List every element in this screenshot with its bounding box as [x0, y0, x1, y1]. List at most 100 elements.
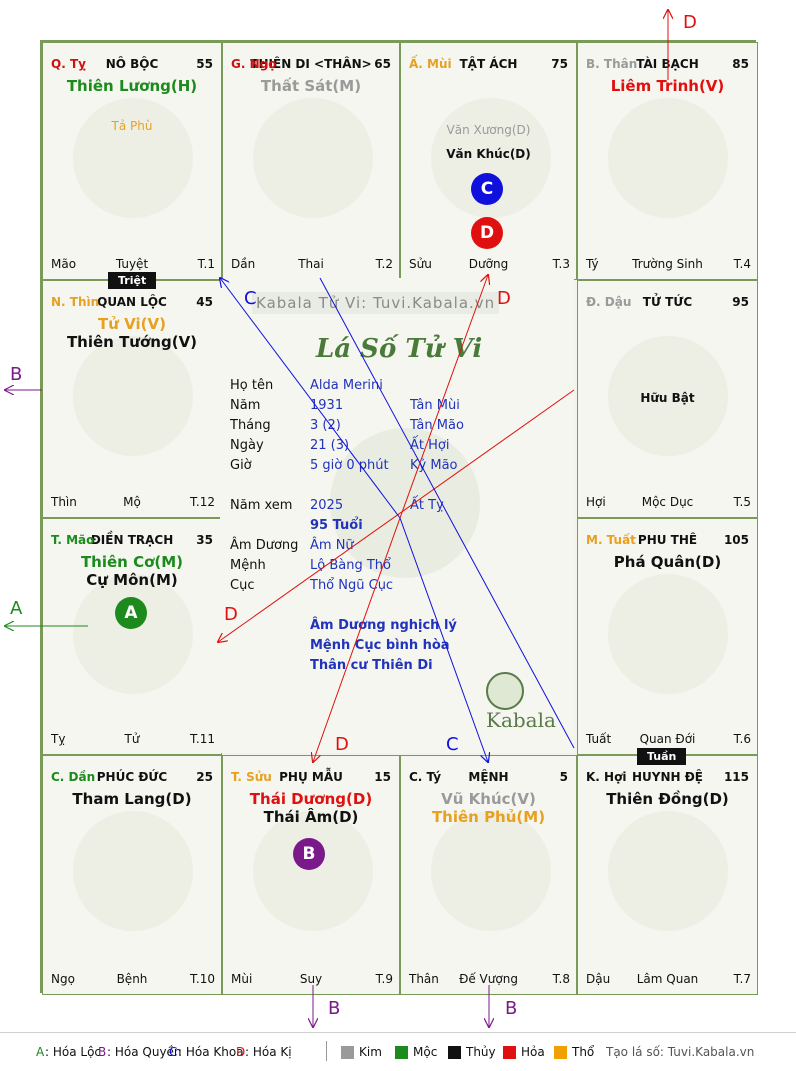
element-label: Hỏa [521, 1045, 545, 1059]
major-star: Tham Lang(D) [72, 790, 192, 808]
palace-life-stage: Đế Vượng [459, 972, 518, 986]
kabala-logo-icon [486, 672, 524, 710]
chart-title: Lá Số Tử Vi [316, 334, 483, 364]
info-cval: 21 (3) [310, 438, 350, 453]
element-swatch [503, 1046, 516, 1059]
palace-name: ĐIỀN TRẠCH [90, 533, 174, 547]
info-cval: Ất Hợi [410, 438, 450, 453]
info-cval: Ất Tỵ [410, 498, 444, 513]
major-star: Tử Vi(V) [98, 315, 166, 333]
palace-name: PHU THÊ [637, 533, 698, 547]
legend-key: C [169, 1045, 178, 1059]
palace-name: NÔ BỘC [105, 57, 159, 71]
badge-a: A [115, 597, 147, 629]
palace-name: TẬT ÁCH [459, 57, 518, 71]
info-cval: Alda Merini [310, 378, 383, 393]
palace-earthly-branch: Sửu [409, 257, 432, 271]
palace-name: QUAN LỘC [97, 295, 167, 309]
palace-index: T.11 [190, 732, 215, 746]
palace-index: T.2 [375, 257, 393, 271]
zodiac-animal-icon [253, 811, 373, 931]
palace-life-stage: Mộc Dục [641, 495, 694, 509]
info-clbl: Họ tên [230, 378, 274, 393]
palace-name: PHÚC ĐỨC [96, 770, 168, 784]
info-cval: Thân cư Thiên Di [310, 658, 433, 673]
palace-index: T.9 [375, 972, 393, 986]
arrow-label-d: D [335, 734, 349, 755]
major-star: Thiên Đồng(D) [606, 790, 729, 808]
major-star: Liêm Trinh(V) [610, 77, 725, 95]
info-cval: Lộ Bàng Thổ [310, 558, 391, 573]
line-c [220, 278, 401, 519]
line-d [313, 517, 401, 762]
minor-star: Tả Phù [111, 119, 153, 133]
line-d [218, 389, 575, 642]
info-cval: 5 giờ 0 phút [310, 458, 389, 473]
badge-b: B [293, 838, 325, 870]
legend-key: B [98, 1045, 107, 1059]
line-d [399, 275, 488, 519]
arrow-label-c: C [446, 734, 459, 755]
info-cval: Âm Dương nghịch lý [310, 618, 457, 633]
palace-branch: M. Tuất [586, 533, 636, 547]
palace-branch: C. Tý [409, 770, 442, 784]
palace-earthly-branch: Thìn [51, 495, 77, 509]
legend-label: : Hóa Quyền [107, 1045, 182, 1059]
legend-label: : Hóa Kị [245, 1045, 292, 1059]
palace-earthly-branch: Mùi [231, 972, 253, 986]
legend-label: : Hóa Lộc [45, 1045, 102, 1059]
palace-name: PHỤ MẪU [279, 770, 343, 784]
major-star: Vũ Khúc(V) [441, 790, 536, 808]
legend-divider [326, 1041, 327, 1061]
legend-label: : Hóa Khoa [178, 1045, 244, 1059]
line-c [319, 277, 575, 749]
palace-index: T.3 [552, 257, 570, 271]
palace-earthly-branch: Thân [409, 972, 439, 986]
major-star: Thất Sát(M) [260, 77, 362, 95]
palace-life-stage: Trường Sinh [632, 257, 703, 271]
palace-age: 115 [723, 770, 749, 784]
palace-earthly-branch: Hợi [586, 495, 606, 509]
info-cval: 2025 [310, 498, 344, 513]
info-clbl: Cục [230, 578, 255, 593]
badge-d: D [471, 217, 503, 249]
palace-age: 75 [551, 57, 568, 71]
palace-branch: Ấ. Mùi [409, 57, 452, 71]
major-star: Thái Âm(D) [263, 808, 359, 826]
palace-branch: T. Mão [51, 533, 95, 547]
legend-key: D [236, 1045, 246, 1059]
info-clbl: Giờ [230, 458, 252, 473]
info-clbl: Mệnh [230, 558, 266, 573]
zodiac-animal-icon [73, 574, 193, 694]
element-label: Kim [359, 1045, 382, 1059]
arrow-label-b: B [10, 364, 23, 385]
palace-earthly-branch: Tỵ [51, 732, 66, 746]
palace-branch: G. Ngọ [231, 57, 277, 71]
element-swatch [554, 1046, 567, 1059]
info-cval: Tân Mùi [410, 398, 460, 413]
info-cval: Thổ Ngũ Cục [310, 578, 394, 593]
element-label: Mộc [413, 1045, 438, 1059]
zodiac-animal-icon [608, 811, 728, 931]
info-clbl: Ngày [230, 438, 264, 453]
arrow-label-d: D [224, 604, 238, 625]
zodiac-animal-icon [431, 811, 551, 931]
major-star: Thiên Tướng(V) [66, 333, 198, 351]
element-label: Thủy [466, 1045, 496, 1059]
palace-earthly-branch: Tý [586, 257, 599, 271]
site-credit: Tạo lá số: Tuvi.Kabala.vn [606, 1045, 755, 1059]
kabala-logo-text: Kabala [486, 708, 556, 732]
palace-life-stage: Tuyệt [115, 257, 149, 271]
palace-life-stage: Dưỡng [468, 257, 509, 271]
